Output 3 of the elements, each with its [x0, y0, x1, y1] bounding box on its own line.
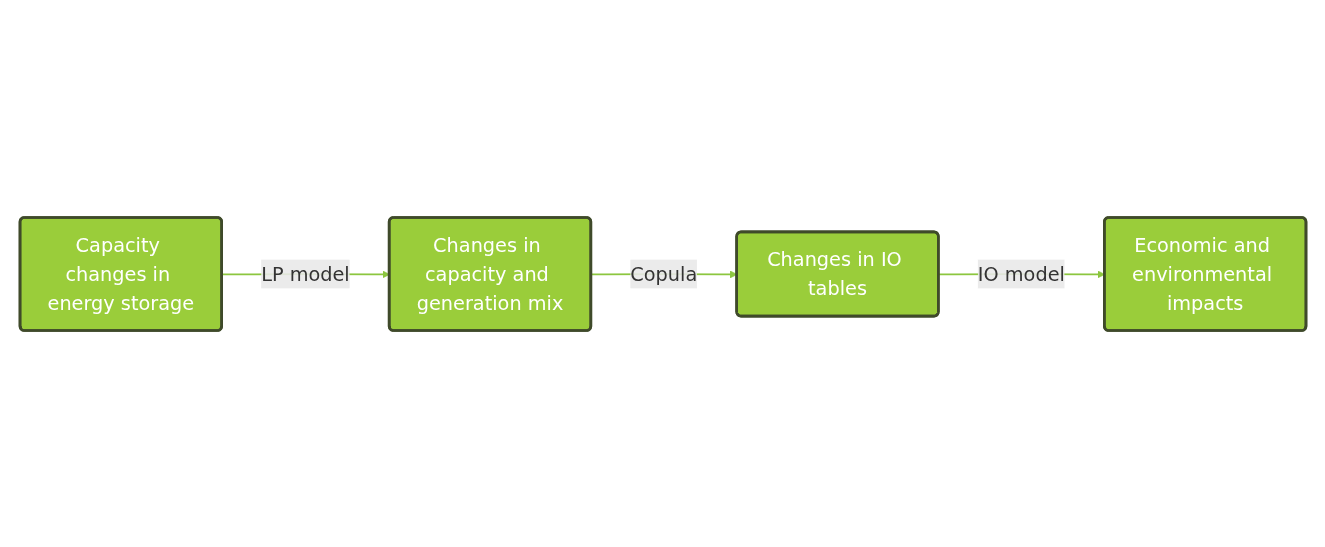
edge-label: Copula: [629, 262, 697, 285]
edge-label: IO model: [977, 262, 1065, 285]
edge-label: LP model: [260, 262, 350, 285]
